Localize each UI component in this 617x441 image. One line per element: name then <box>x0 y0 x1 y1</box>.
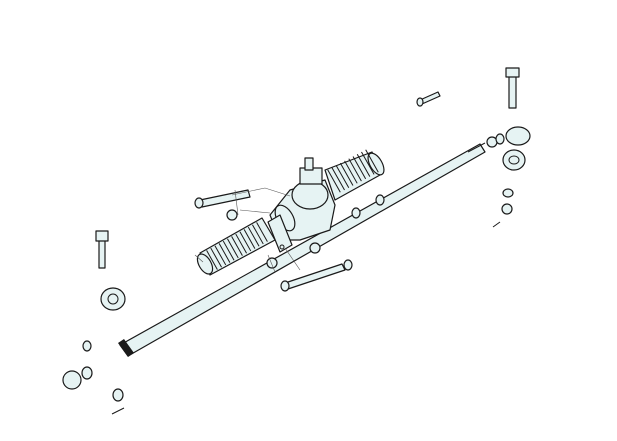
left-tie-rod-bolt <box>95 230 109 269</box>
boot-rib <box>239 231 252 252</box>
boot-rib <box>222 240 235 261</box>
boot-rib <box>256 222 268 242</box>
boot-rib <box>226 238 239 259</box>
boot-rib <box>365 149 379 173</box>
lower-long-bolt <box>280 259 353 292</box>
boot-rib <box>356 153 371 177</box>
boot-rib <box>210 247 223 268</box>
right-tie-rod-bolt <box>505 67 520 109</box>
mounting-bracket <box>267 214 293 253</box>
boot-rib <box>206 250 218 270</box>
boot-rib <box>348 158 362 182</box>
boot-rib <box>235 233 248 254</box>
boot-rib <box>251 224 264 245</box>
boot-rib <box>361 151 375 175</box>
leader-lines <box>194 187 301 273</box>
boot-rib <box>243 229 256 249</box>
right-boot <box>324 149 385 201</box>
upper-left-bolt <box>194 189 251 209</box>
boot-rib <box>331 167 345 191</box>
top-small-bolt <box>416 91 441 107</box>
boot-rib <box>335 165 350 189</box>
boot-rib <box>214 245 227 266</box>
hardware-nuts <box>226 194 385 269</box>
boot-rib <box>247 226 260 247</box>
left-tie-rod-end <box>62 287 126 415</box>
boot-rib <box>352 156 367 180</box>
boot-rib <box>327 169 341 193</box>
right-tie-rod-end <box>486 126 531 228</box>
boot-rib <box>231 236 243 256</box>
boot-rib <box>218 243 231 263</box>
boot-rib <box>339 162 354 186</box>
boot-rib <box>344 160 358 184</box>
